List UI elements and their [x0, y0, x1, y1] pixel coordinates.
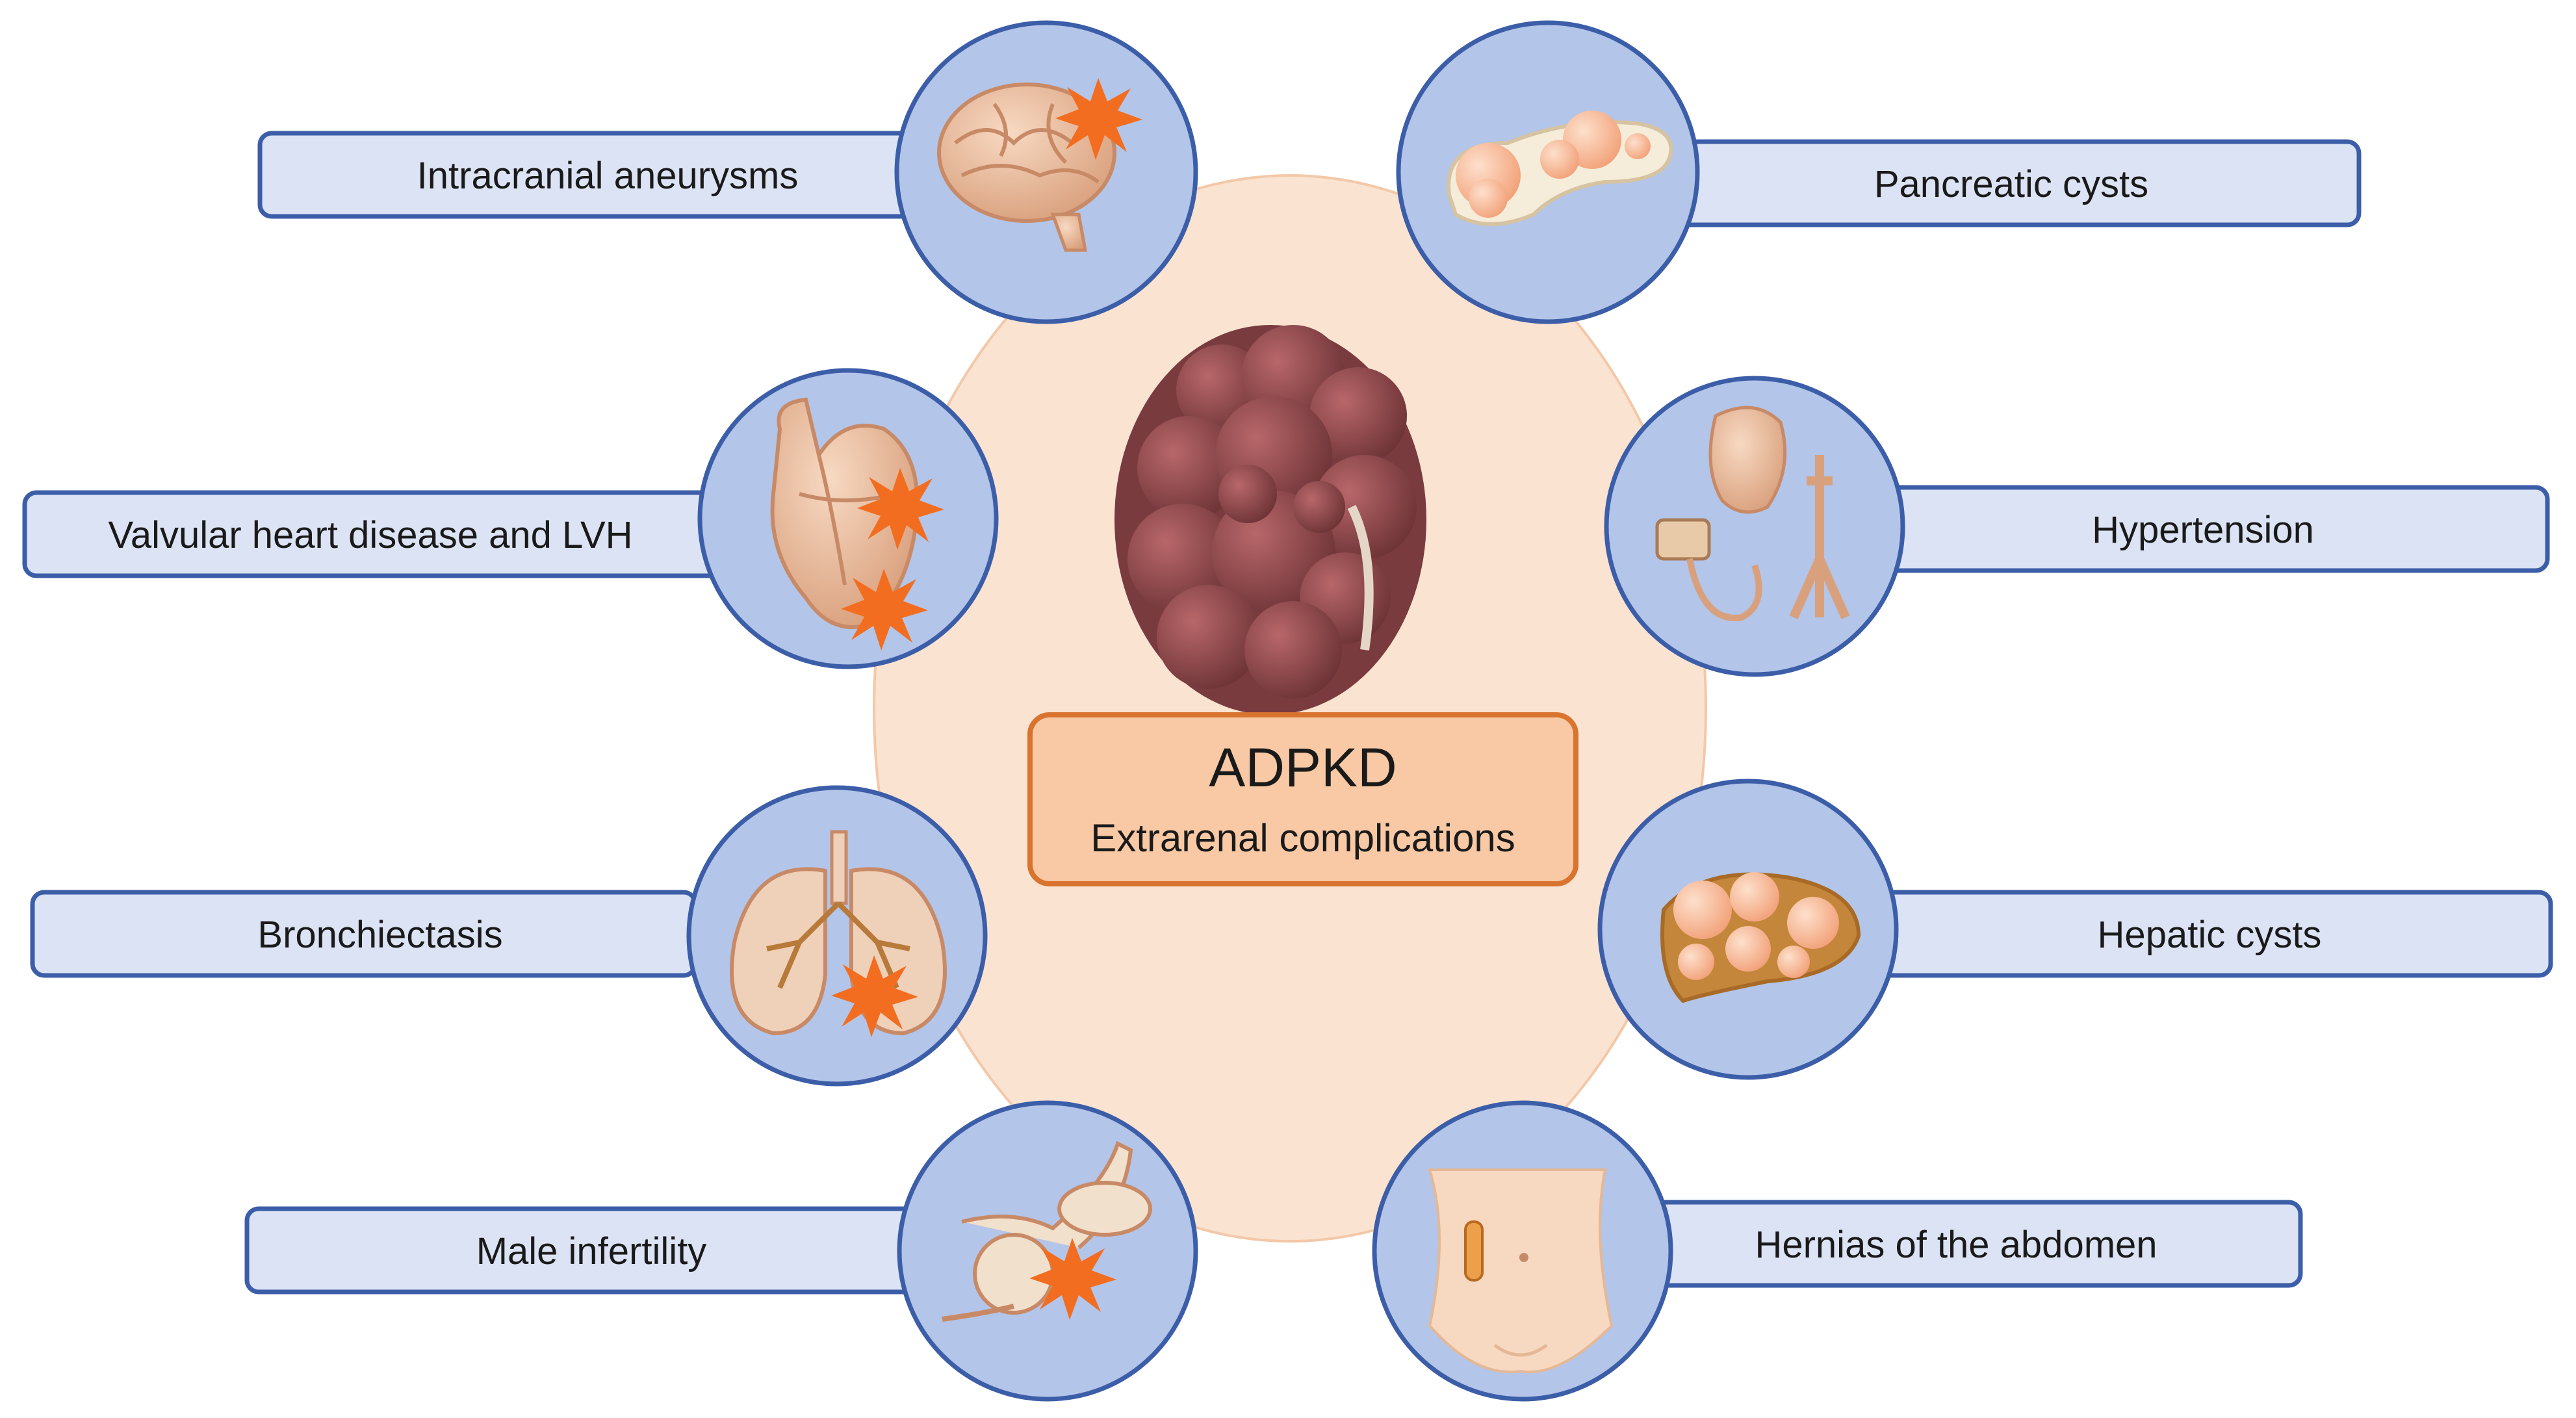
icon-circle: [1604, 376, 1905, 677]
center-box: [1027, 712, 1578, 886]
label-text: Hepatic cysts: [2098, 914, 2322, 956]
heart-icon: [770, 397, 944, 651]
complication-hepatic-cysts: Hepatic cysts: [1597, 779, 2553, 1080]
lungs-icon: [730, 830, 947, 1037]
complication-hypertension: Hypertension: [1604, 376, 2550, 677]
polycystic-kidney-icon: [1114, 325, 1426, 715]
male-reproductive-icon: [942, 1141, 1152, 1322]
abdomen-icon: [1428, 1168, 1614, 1374]
complication-male-infertility: Male infertility: [244, 1100, 1198, 1402]
brain-icon: [937, 78, 1142, 252]
pancreas-icon: [1447, 110, 1673, 226]
label-text: Pancreatic cysts: [1874, 163, 2148, 205]
complication-intracranial-aneurysms: Intracranial aneurysms: [257, 20, 1198, 324]
blood-pressure-icon: [1655, 406, 1850, 621]
complication-pancreatic-cysts: Pancreatic cysts: [1396, 20, 2362, 324]
label-text: Male infertility: [476, 1230, 707, 1272]
center-subtitle: Extrarenal complications: [1090, 816, 1515, 860]
label-text: Intracranial aneurysms: [417, 155, 799, 197]
complication-bronchiectasis: Bronchiectasis: [30, 785, 988, 1087]
liver-icon: [1660, 872, 1861, 1003]
center-title: ADPKD: [1209, 737, 1397, 798]
label-text: Hypertension: [2092, 509, 2314, 551]
label-text: Valvular heart disease and LVH: [108, 514, 632, 556]
label-text: Hernias of the abdomen: [1755, 1224, 2157, 1266]
label-text: Bronchiectasis: [257, 914, 502, 956]
complication-valvular-heart-disease: Valvular heart disease and LVH: [22, 368, 999, 669]
complication-hernias-of-the-abdomen: Hernias of the abdomen: [1372, 1100, 2303, 1402]
